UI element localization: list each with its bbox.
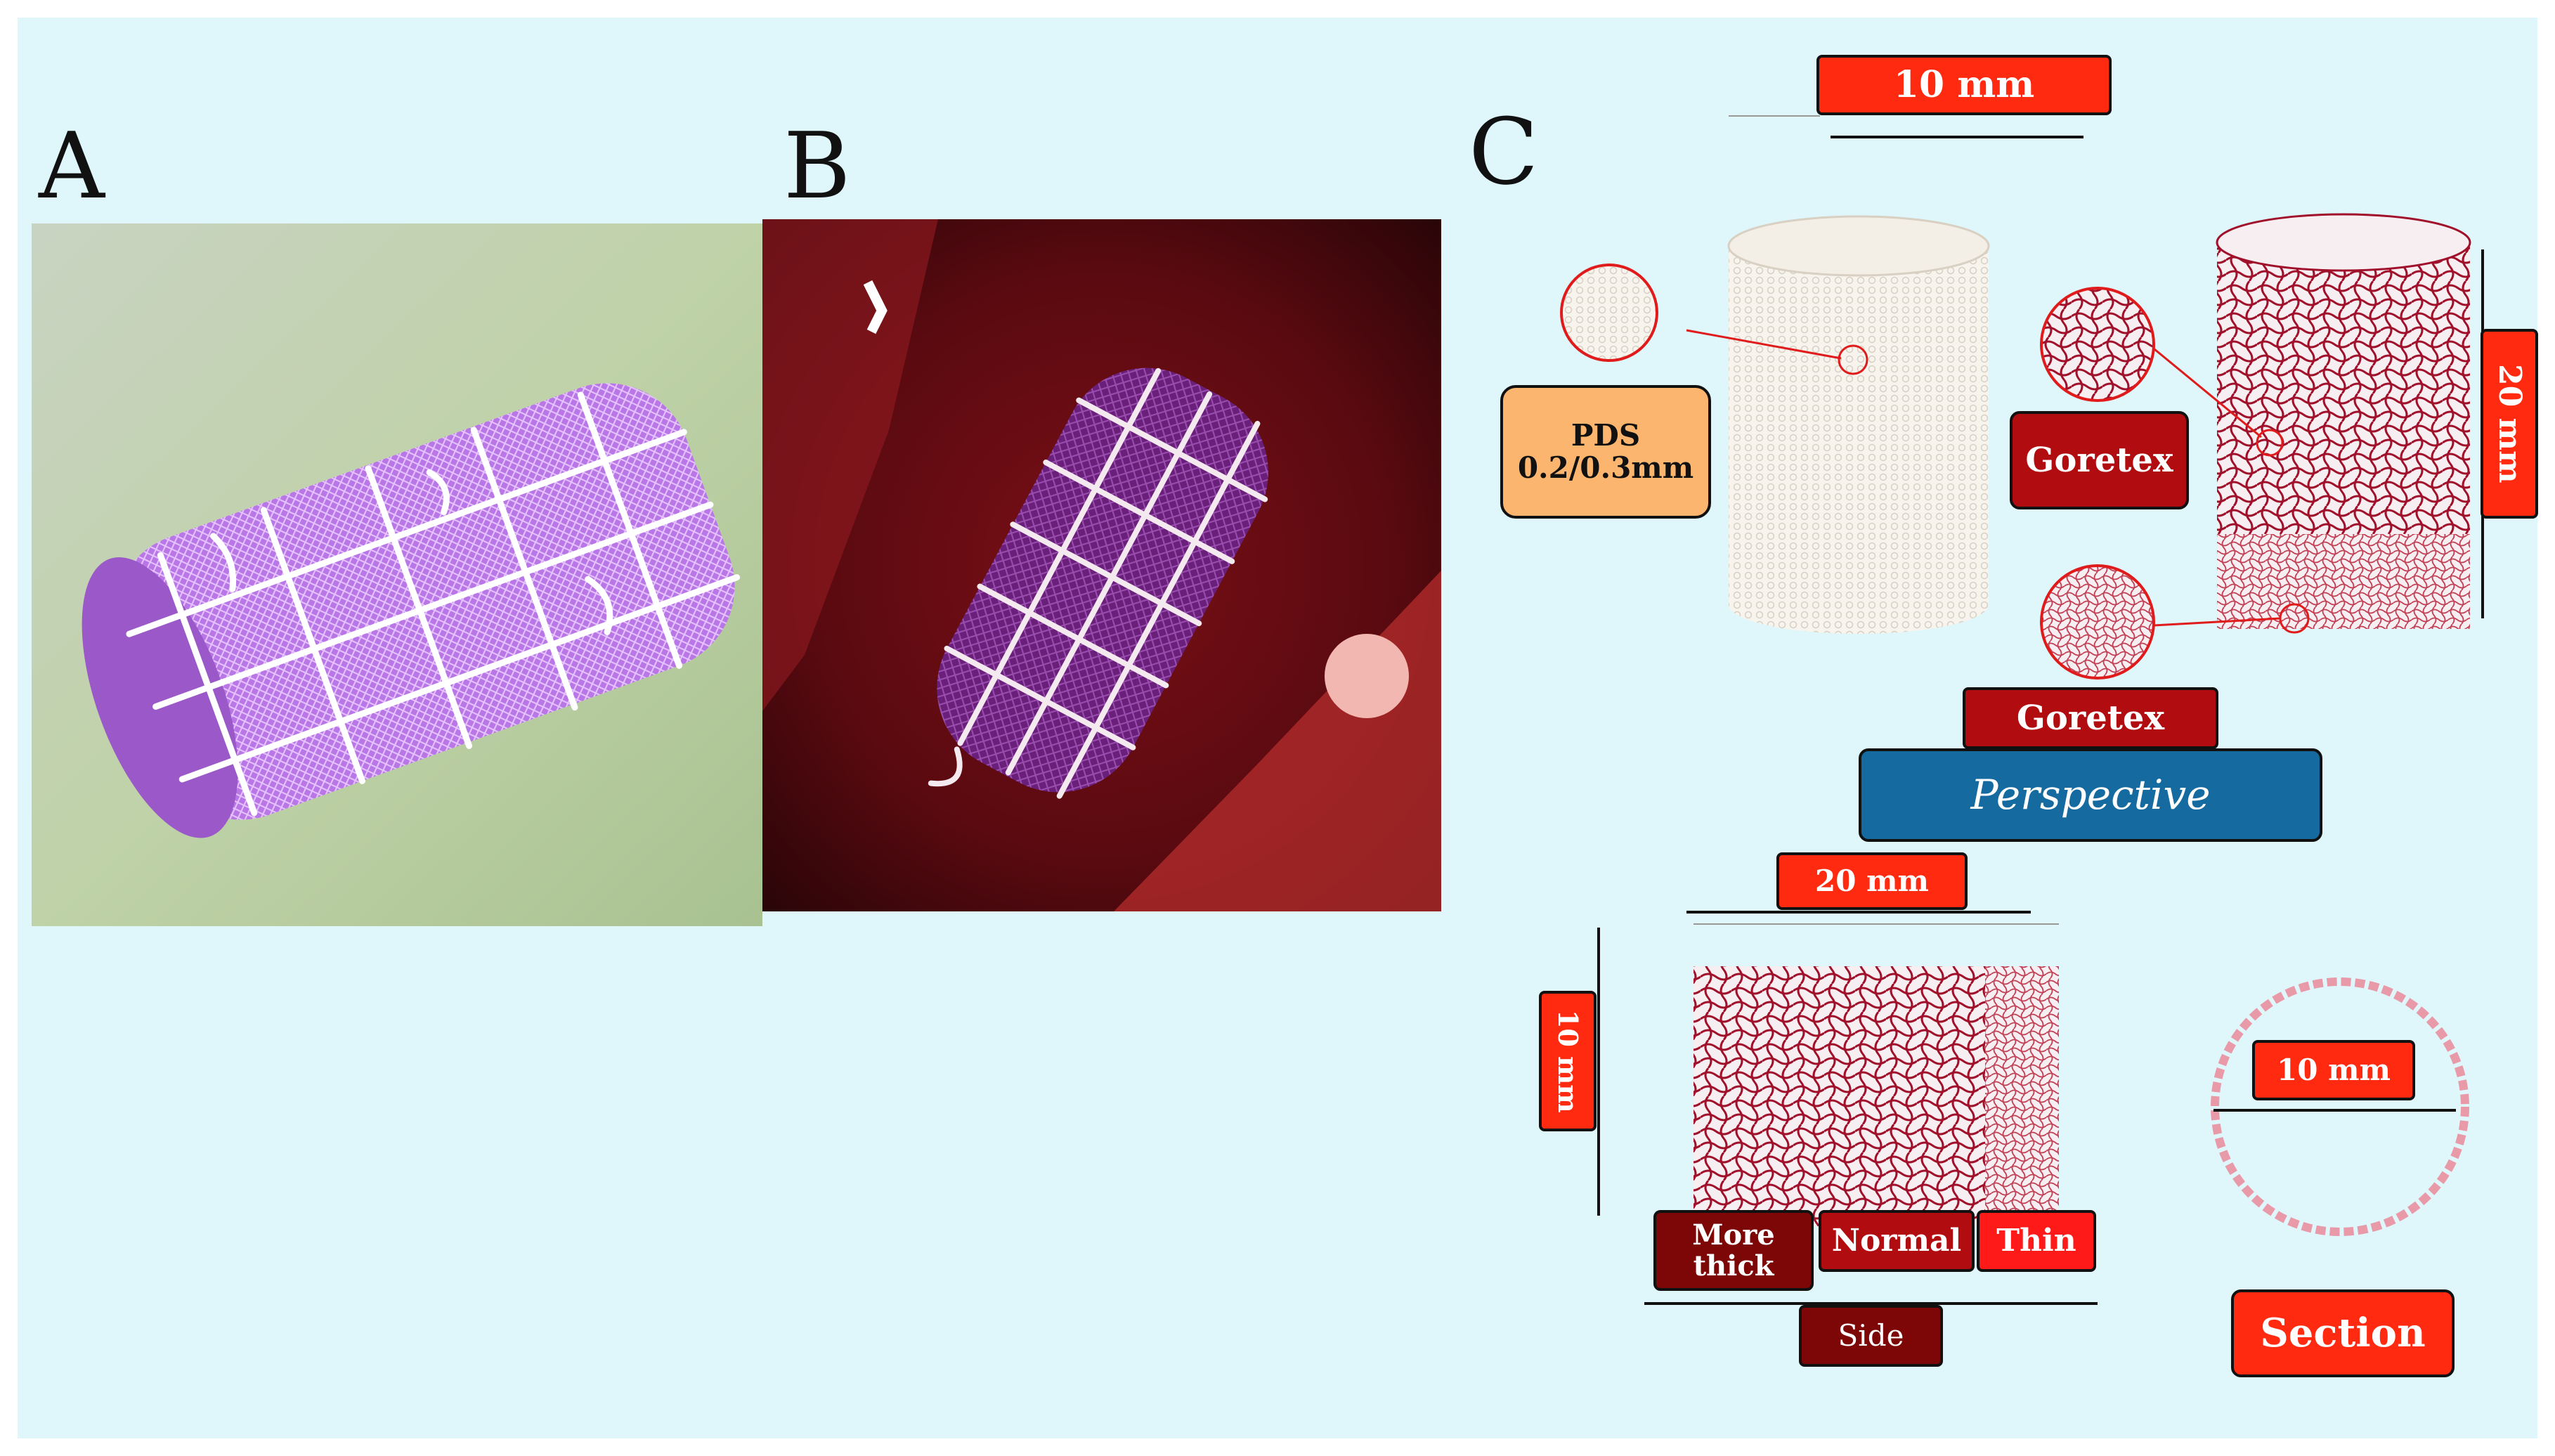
- side-height-label: 10 mm: [1539, 991, 1597, 1131]
- thin-label: Thin: [1977, 1210, 2096, 1272]
- normal-label: Normal: [1819, 1210, 1975, 1272]
- pds-label: PDS 0.2/0.3mm: [1500, 385, 1711, 519]
- pds-label-line2: 0.2/0.3mm: [1517, 450, 1694, 485]
- pds-label-line1: PDS: [1571, 417, 1641, 453]
- panel-letter-c: C: [1469, 98, 1539, 205]
- more-thick-line1: More: [1692, 1218, 1775, 1252]
- section-diameter-label: 10 mm: [2252, 1040, 2415, 1100]
- more-thick-label: More thick: [1653, 1210, 1814, 1291]
- perspective-width-label: 10 mm: [1816, 55, 2112, 115]
- perspective-view-label: Perspective: [1859, 748, 2322, 842]
- side-view-label: Side: [1799, 1305, 1943, 1367]
- goretex-top-label: Goretex: [2010, 411, 2189, 509]
- photo-a-mesh-graft: [32, 223, 762, 926]
- side-width-label: 20 mm: [1776, 852, 1968, 910]
- photo-b-surgical-implant: [762, 219, 1441, 911]
- panel-letter-a: A: [39, 112, 105, 219]
- more-thick-line2: thick: [1693, 1249, 1774, 1282]
- goretex-bottom-label: Goretex: [1963, 687, 2218, 749]
- perspective-height-label: 20 mm: [2481, 329, 2538, 519]
- panel-letter-b: B: [784, 112, 851, 219]
- section-view-label: Section: [2231, 1289, 2455, 1377]
